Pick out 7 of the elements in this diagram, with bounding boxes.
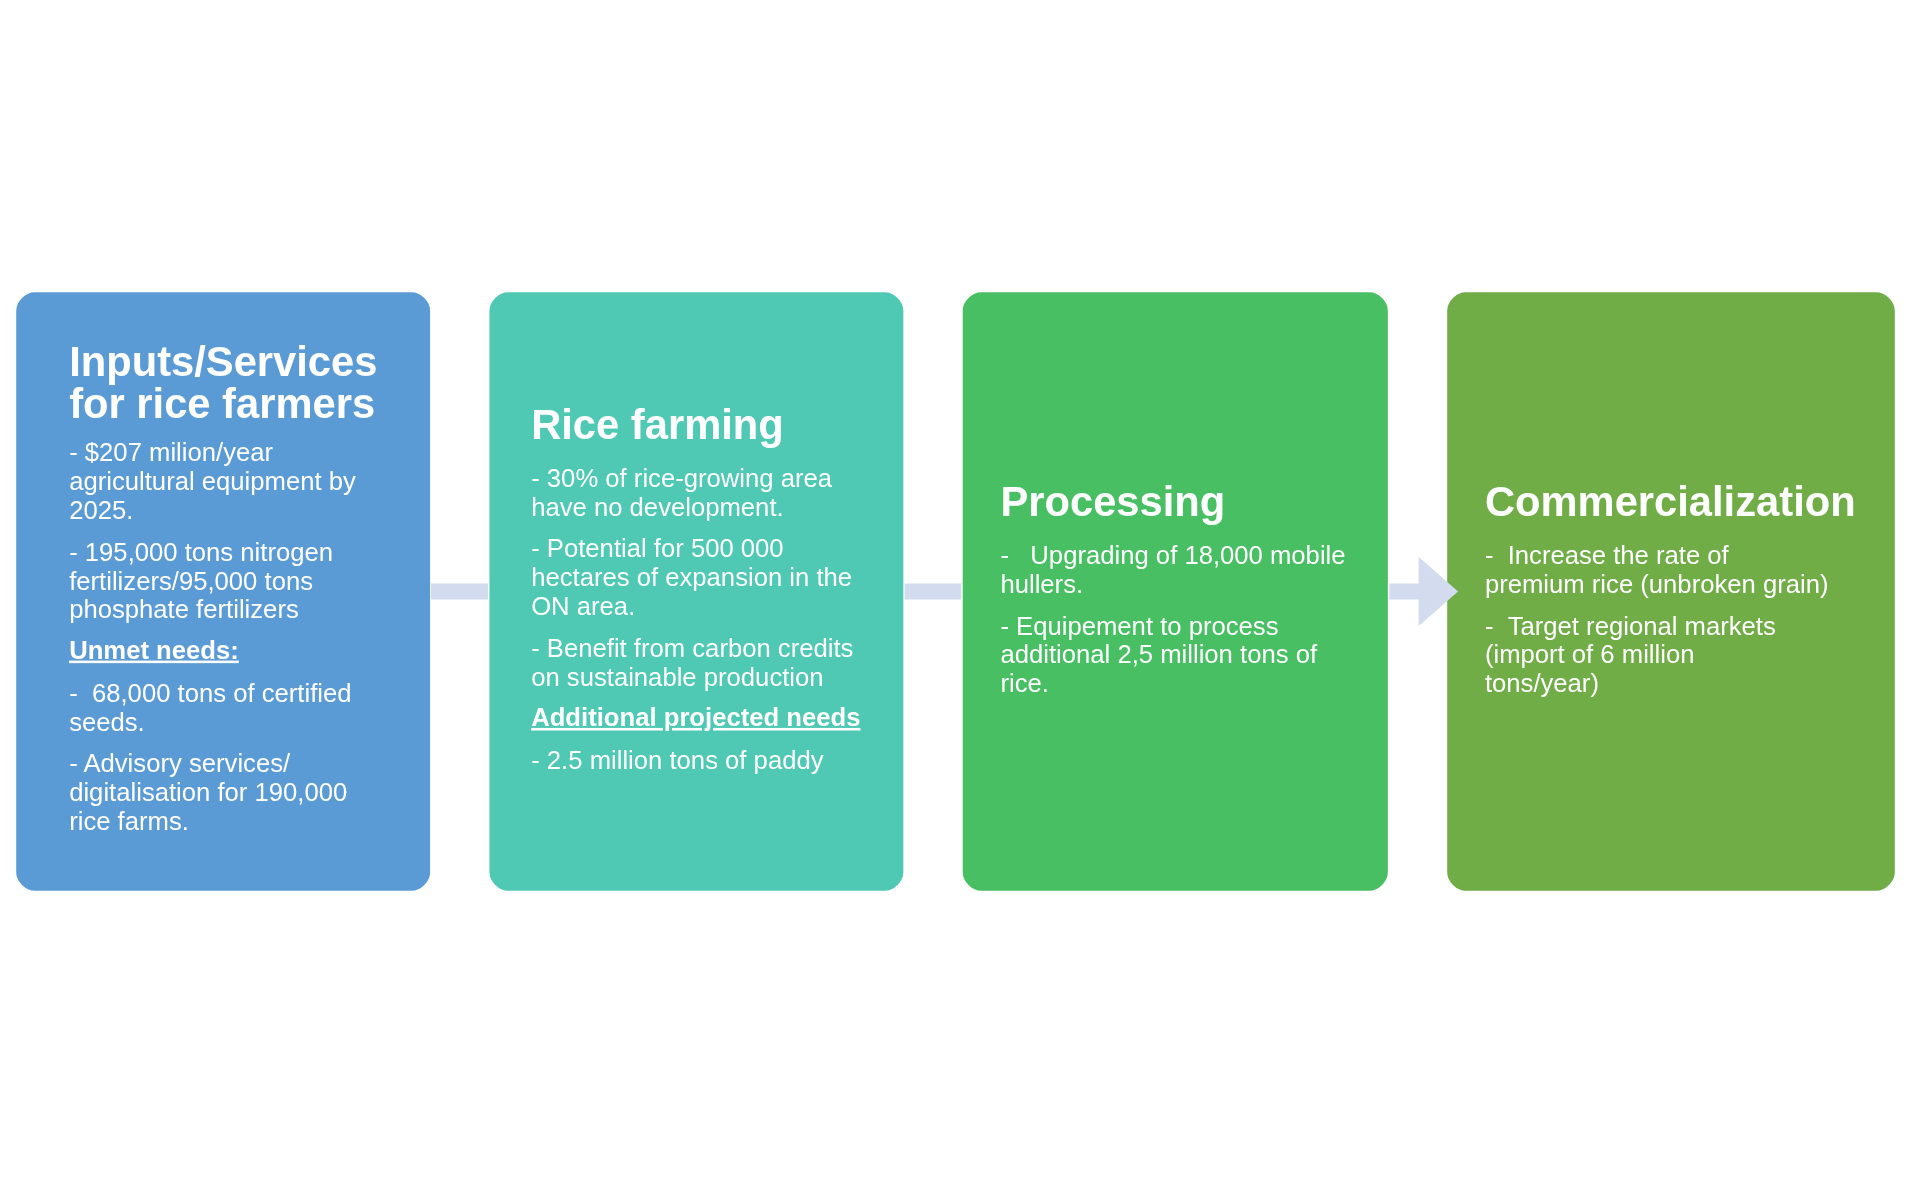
- node-box: Rice farming - 30% of rice-growing area have no development. - Potential for 500 000 hectares of expansion in the ON area. - Benefit from carbon credits on sustainable production Additional projected needs - 2.5 million tons of paddy: [487, 290, 905, 893]
- connector: [430, 583, 488, 600]
- connector: [904, 583, 961, 600]
- node-box: Commercialization - Increase the rate of premium rice (unbroken grain) - Target regional markets (import of 6 million tons/year): [1445, 290, 1896, 893]
- arrow: [1388, 557, 1458, 626]
- node-box: Inputs/Services for rice farmers - $207 milion/year agricultural equipment by 2025. - 195,000 tons nitrogen fertilizers/95,000 tons phosphate fertilizers Unmet needs: - 68,000 tons of certified seeds. - Advisory services/ digitalisation for 190,000 rice farms.: [14, 290, 432, 893]
- node-box: Processing - Upgrading of 18,000 mobile hullers. - Equipement to process additional 2,5 million tons of rice.: [960, 290, 1389, 893]
